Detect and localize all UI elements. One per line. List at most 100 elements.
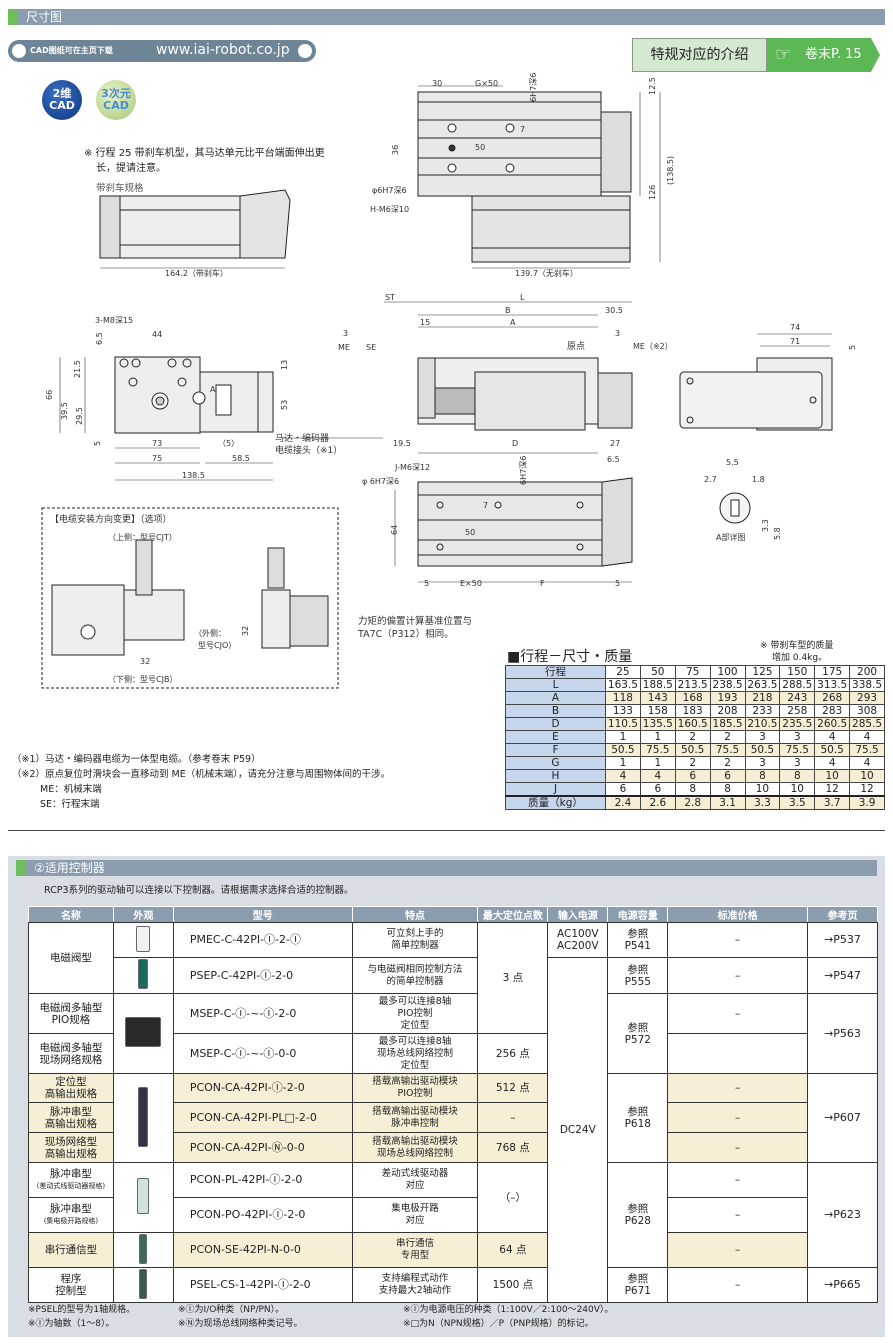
dim-label: 71	[790, 337, 800, 346]
table-cell: 6	[709, 769, 746, 783]
model-cell: PCON-CA-42PI-Ⓝ-0-0	[172, 1132, 353, 1163]
brake-spec-label: 带刹车规格	[96, 183, 144, 194]
table-cell: 1	[639, 756, 676, 770]
points-cell: （–）	[477, 1162, 549, 1233]
cad-download-banner[interactable]: CAD图纸可在主页下载 www.iai-robot.co.jp	[8, 40, 316, 62]
reference-page-link[interactable]: →P563	[807, 993, 878, 1074]
reference-page-link[interactable]: →P623	[807, 1162, 878, 1268]
dim-label: 5	[424, 579, 429, 588]
dim-label: 50	[475, 143, 485, 152]
dim-label: 2.7	[704, 475, 717, 484]
table-cell: 3.9	[849, 795, 885, 810]
name-sub: (差动式线驱动器规格)	[36, 1182, 106, 1190]
dim-label: 66	[45, 390, 54, 400]
cable-option-label: （外侧：	[194, 628, 226, 638]
a-detail-view	[719, 492, 751, 524]
model-cell: PCON-PO-42PI-Ⓘ-2-0	[172, 1197, 353, 1233]
table-cell: 293	[849, 691, 885, 705]
dim-label: H-M6深10	[370, 205, 409, 214]
table-cell: 3	[744, 756, 781, 770]
dim-label: 64	[390, 525, 399, 535]
torque-note: TA7C（P312）相同。	[357, 628, 454, 640]
reference-page-link[interactable]: →P547	[807, 957, 878, 994]
cable-option-label: （上侧：型号CJT）	[108, 532, 177, 542]
header-cell: 75	[674, 665, 711, 679]
header-cell: 200	[849, 665, 885, 679]
reference-page-link[interactable]: →P665	[807, 1267, 878, 1303]
cable-label: 马达・编码器	[275, 432, 329, 444]
header-cell: 行程	[505, 665, 606, 679]
special-order-page[interactable]: ☞ 卷末P. 15	[767, 38, 880, 72]
footnotes: （※1）马达・编码器电缆为一体型电缆。（参考卷末 P59） （※2）原点复位时滑…	[12, 752, 390, 812]
table-cell: 4	[849, 730, 885, 744]
price-cell: –	[667, 1132, 808, 1163]
dim-label: 32	[140, 657, 150, 666]
reference-page-link[interactable]: →P537	[807, 922, 878, 958]
table-cell: 263.5	[744, 678, 781, 692]
special-order-link[interactable]: 特规对应的介绍 ☞ 卷末P. 15	[632, 38, 880, 72]
dim-label: 1.8	[752, 475, 765, 484]
dim-label: 6H7深6	[519, 456, 528, 485]
dim-label: 29.5	[75, 407, 84, 425]
table-cell: 12	[814, 782, 851, 797]
table-cell: 193	[709, 691, 746, 705]
table-cell: 4	[814, 756, 851, 770]
cable-option-label: （下侧：型号CJB）	[108, 674, 177, 684]
name-cell: 电磁阀多轴型 PIO规格	[28, 993, 114, 1034]
table-cell: 10	[744, 782, 781, 797]
column-header: 特点	[351, 906, 479, 923]
name-cell: 串行通信型	[28, 1232, 114, 1268]
column-header: 外观	[112, 906, 174, 923]
column-header: 最大定位点数	[477, 906, 549, 923]
table-cell: 110.5	[605, 717, 641, 731]
dim-label: 原点	[567, 341, 585, 352]
model-cell: MSEP-C-Ⓘ-~-Ⓘ-2-0	[172, 993, 353, 1034]
table-cell: 10	[779, 782, 816, 797]
model-cell: PCON-CA-42PI-Ⓘ-2-0	[172, 1073, 353, 1103]
dim-label: 21.5	[73, 360, 82, 378]
name-cell: 定位型 高输出规格	[28, 1073, 114, 1103]
table-cell: 6	[605, 782, 641, 797]
cable-option-title: 【电缆安装方向变更】（选项）	[50, 513, 172, 525]
controller-photo-icon	[139, 1233, 148, 1264]
table-cell: 283	[814, 704, 851, 718]
table-cell: 10	[814, 769, 851, 783]
feature-cell: 最多可以连接8轴 现场总线网络控制 定位型	[351, 1033, 479, 1074]
table-cell: 6	[639, 782, 676, 797]
dim-label: F	[540, 579, 545, 588]
cad-3d-badge[interactable]: 3次元 CAD	[96, 80, 136, 120]
cad-2d-badge[interactable]: 2维 CAD	[42, 80, 82, 120]
note-line: ※ 带刹车型的质量	[760, 641, 834, 651]
table-cell: 2	[674, 730, 711, 744]
dim-label: 12.5	[648, 77, 657, 95]
row-label: J	[505, 782, 606, 797]
dim-label: A	[510, 318, 516, 327]
table-cell: 235.5	[779, 717, 816, 731]
dim-label: ME	[338, 343, 350, 352]
feature-cell: 集电极开路 对应	[351, 1197, 479, 1233]
dim-label: G×50	[475, 79, 498, 88]
product-image	[112, 1232, 174, 1268]
dim-label: 5.8	[773, 527, 782, 540]
model-cell: PMEC-C-42PI-Ⓘ-2-Ⓘ	[172, 922, 353, 958]
price-cell: –	[667, 922, 808, 958]
stroke-table-title: ■行程－尺寸・质量	[507, 649, 633, 665]
cad-url-link[interactable]: www.iai-robot.co.jp	[156, 42, 290, 58]
model-cell: MSEP-C-Ⓘ-~-Ⓘ-0-0	[172, 1033, 353, 1074]
controller-section: ②适用控制器 RCP3系列的驱动轴可以连接以下控制器。请根据需求选择合适的控制器…	[8, 856, 885, 1337]
table-cell: 3	[744, 730, 781, 744]
dim-label: 58.5	[232, 454, 250, 463]
column-header: 型号	[172, 906, 353, 923]
table-cell: 8	[674, 782, 711, 797]
feature-cell: 最多可以连接8轴 PIO控制 定位型	[351, 993, 479, 1034]
dim-label: 3.3	[761, 519, 770, 532]
reference-page-link[interactable]: →P607	[807, 1073, 878, 1163]
footnote: ME：机械末端	[40, 784, 102, 795]
footnote: ※PSEL的型号为1轴规格。	[28, 1305, 136, 1315]
